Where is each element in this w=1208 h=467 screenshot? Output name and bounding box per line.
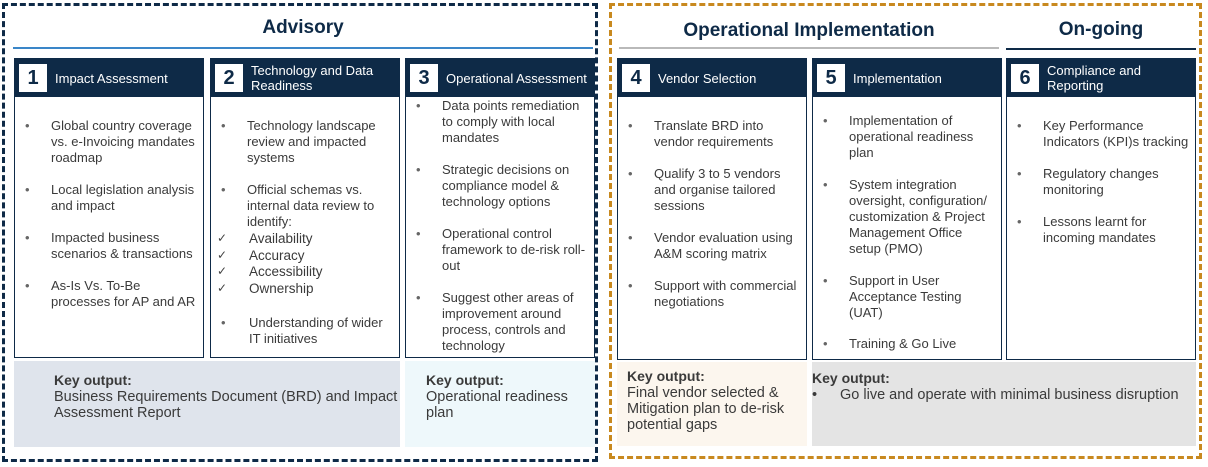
column-title: Compliance and Reporting	[1047, 63, 1141, 93]
bullet-icon: •	[221, 315, 226, 330]
advisory-title: Advisory	[262, 17, 344, 38]
bullet-icon: •	[1017, 214, 1022, 229]
advisory-rule	[13, 47, 593, 49]
key-output-operational-assessment: Key output: Operational readiness plan	[405, 361, 595, 447]
bullet-icon: •	[628, 118, 633, 133]
column-header: 5 Implementation	[813, 59, 1001, 97]
column-header: 3 Operational Assessment	[406, 59, 594, 97]
key-output-label: Key output:	[812, 370, 890, 386]
implementation-column: 5 Implementation •Implementation of oper…	[812, 58, 1002, 360]
step-number: 5	[817, 64, 845, 92]
impact-assessment-column: 1 Impact Assessment •Global country cove…	[14, 58, 204, 358]
list-item: •Regulatory changes monitoring	[1017, 166, 1159, 197]
check-icon: ✓	[217, 281, 228, 295]
check-item: Ownership	[249, 281, 314, 296]
bullet-icon: •	[823, 113, 828, 128]
technology-data-readiness-column: 2 Technology and Data Readiness •Technol…	[210, 58, 400, 358]
list-item: •Lessons learnt for incoming mandates	[1017, 214, 1156, 245]
column-title: Operational Assessment	[446, 70, 587, 86]
check-item: Accuracy	[249, 248, 305, 263]
step-number: 3	[410, 64, 438, 92]
step-number: 2	[215, 64, 243, 92]
operational-rule	[619, 47, 999, 49]
bullet-icon: •	[25, 278, 30, 293]
key-output-text: Operational readiness plan	[426, 389, 568, 421]
ongoing-rule	[1006, 48, 1196, 50]
column-title: Implementation	[853, 70, 942, 86]
key-output-text: Business Requirements Document (BRD) and…	[54, 389, 398, 421]
bullet-icon: •	[416, 162, 421, 177]
list-item: •Technology landscape review and impacte…	[221, 118, 376, 165]
bullet-icon: •	[25, 118, 30, 133]
list-item: •Data points remediation to comply with …	[416, 98, 580, 145]
bullet-icon: •	[628, 230, 633, 245]
bullet-icon: •	[416, 226, 421, 241]
key-output-implementation-ongoing: Key output: • Go live and operate with m…	[812, 362, 1196, 446]
key-output-vendor-selection: Key output: Final vendor selected & Miti…	[617, 362, 807, 446]
column-header: 4 Vendor Selection	[618, 59, 806, 97]
compliance-reporting-column: 6 Compliance and Reporting •Key Performa…	[1006, 58, 1196, 360]
check-icon: ✓	[217, 231, 228, 245]
list-item: •Global country coverage vs. e-Invoicing…	[25, 118, 195, 165]
bullet-icon: •	[823, 336, 828, 351]
bullet-icon: •	[416, 290, 421, 305]
step-number: 4	[622, 64, 650, 92]
step-number: 1	[19, 64, 47, 92]
list-item: •Support in User Acceptance Testing (UAT…	[823, 273, 962, 320]
column-title: Vendor Selection	[658, 70, 757, 86]
key-output-text: Go live and operate with minimal busines…	[840, 387, 1179, 403]
bullet-icon: •	[1017, 166, 1022, 181]
advisory-frame	[2, 3, 598, 462]
bullet-icon: •	[221, 182, 226, 197]
list-item: •Implementation of operational readiness…	[823, 113, 974, 160]
check-item: Accessibility	[249, 264, 323, 279]
list-item: •Understanding of wider IT initiatives	[221, 315, 383, 346]
bullet-icon: •	[25, 230, 30, 245]
column-title: Impact Assessment	[55, 70, 168, 86]
column-header: 6 Compliance and Reporting	[1007, 59, 1195, 97]
bullet-icon: •	[628, 278, 633, 293]
operational-frame	[609, 3, 1202, 459]
column-header: 2 Technology and Data Readiness	[211, 59, 399, 97]
bullet-icon: •	[823, 177, 828, 192]
column-title: Technology and Data Readiness	[251, 63, 374, 93]
check-icon: ✓	[217, 264, 228, 278]
bullet-icon: •	[416, 98, 421, 113]
list-item: •Training & Go Live	[823, 336, 957, 351]
step-number: 6	[1011, 64, 1039, 92]
list-item: •Impacted business scenarios & transacti…	[25, 230, 193, 261]
list-item: •System integration oversight, configura…	[823, 177, 988, 256]
bullet-icon: •	[823, 273, 828, 288]
list-item: •As-Is Vs. To-Be processes for AP and AR	[25, 278, 196, 309]
bullet-icon: •	[221, 118, 226, 133]
bullet-icon: •	[628, 166, 633, 181]
key-output-label: Key output:	[426, 372, 504, 388]
key-output-advisory-impact: Key output: Business Requirements Docume…	[14, 361, 400, 447]
list-item: •Qualify 3 to 5 vendors and organise tai…	[628, 166, 781, 213]
key-output-label: Key output:	[54, 372, 132, 388]
list-item: •Translate BRD into vendor requirements	[628, 118, 774, 149]
list-item: •Vendor evaluation using A&M scoring mat…	[628, 230, 793, 261]
bullet-icon: •	[812, 387, 818, 403]
check-item: Availability	[249, 231, 313, 246]
list-item: •Suggest other areas of improvement arou…	[416, 290, 574, 353]
bullet-icon: •	[1017, 118, 1022, 133]
list-item: •Operational control framework to de-ris…	[416, 226, 586, 273]
operational-assessment-column: 3 Operational Assessment •Data points re…	[405, 58, 595, 358]
list-item: •Strategic decisions on compliance model…	[416, 162, 570, 209]
list-item: •Official schemas vs. internal data revi…	[221, 182, 375, 229]
key-output-label: Key output:	[627, 368, 705, 384]
list-item: •Local legislation analysis and impact	[25, 182, 195, 213]
vendor-selection-column: 4 Vendor Selection •Translate BRD into v…	[617, 58, 807, 360]
key-output-text: Final vendor selected & Mitigation plan …	[627, 385, 785, 433]
list-item: •Support with commercial negotiations	[628, 278, 797, 309]
check-icon: ✓	[217, 248, 228, 262]
operational-title: Operational Implementation	[683, 20, 935, 41]
list-item: •Key Performance Indicators (KPI)s track…	[1017, 118, 1189, 149]
ongoing-title: On-going	[1058, 19, 1144, 40]
column-header: 1 Impact Assessment	[15, 59, 203, 97]
bullet-icon: •	[25, 182, 30, 197]
